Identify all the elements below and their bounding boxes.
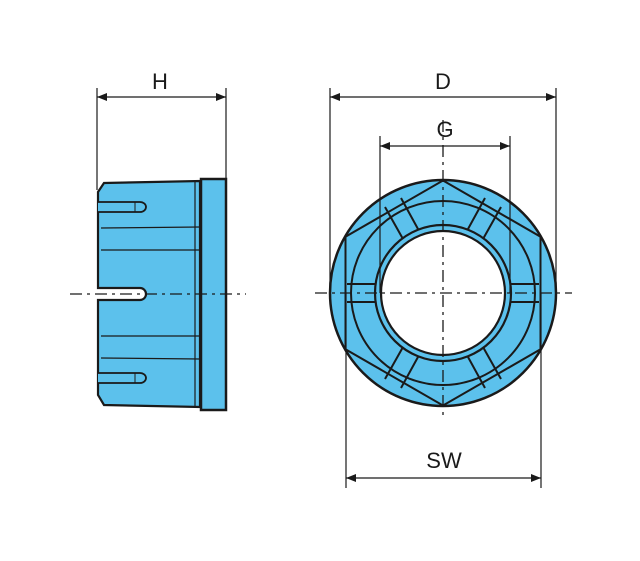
dimension-label-sw: SW (426, 448, 462, 473)
dimension-label-h: H (152, 69, 168, 94)
dimension-d (329, 88, 557, 293)
dimension-h (96, 88, 227, 190)
dimension-sw (345, 293, 542, 488)
dimension-label-g: G (436, 117, 453, 142)
front-view (315, 120, 572, 420)
side-facet-lines (100, 182, 201, 406)
dimension-label-d: D (435, 69, 451, 94)
top-slot (98, 201, 147, 213)
bottom-slot (98, 372, 147, 384)
dimension-g (379, 136, 511, 293)
side-view (70, 177, 246, 412)
